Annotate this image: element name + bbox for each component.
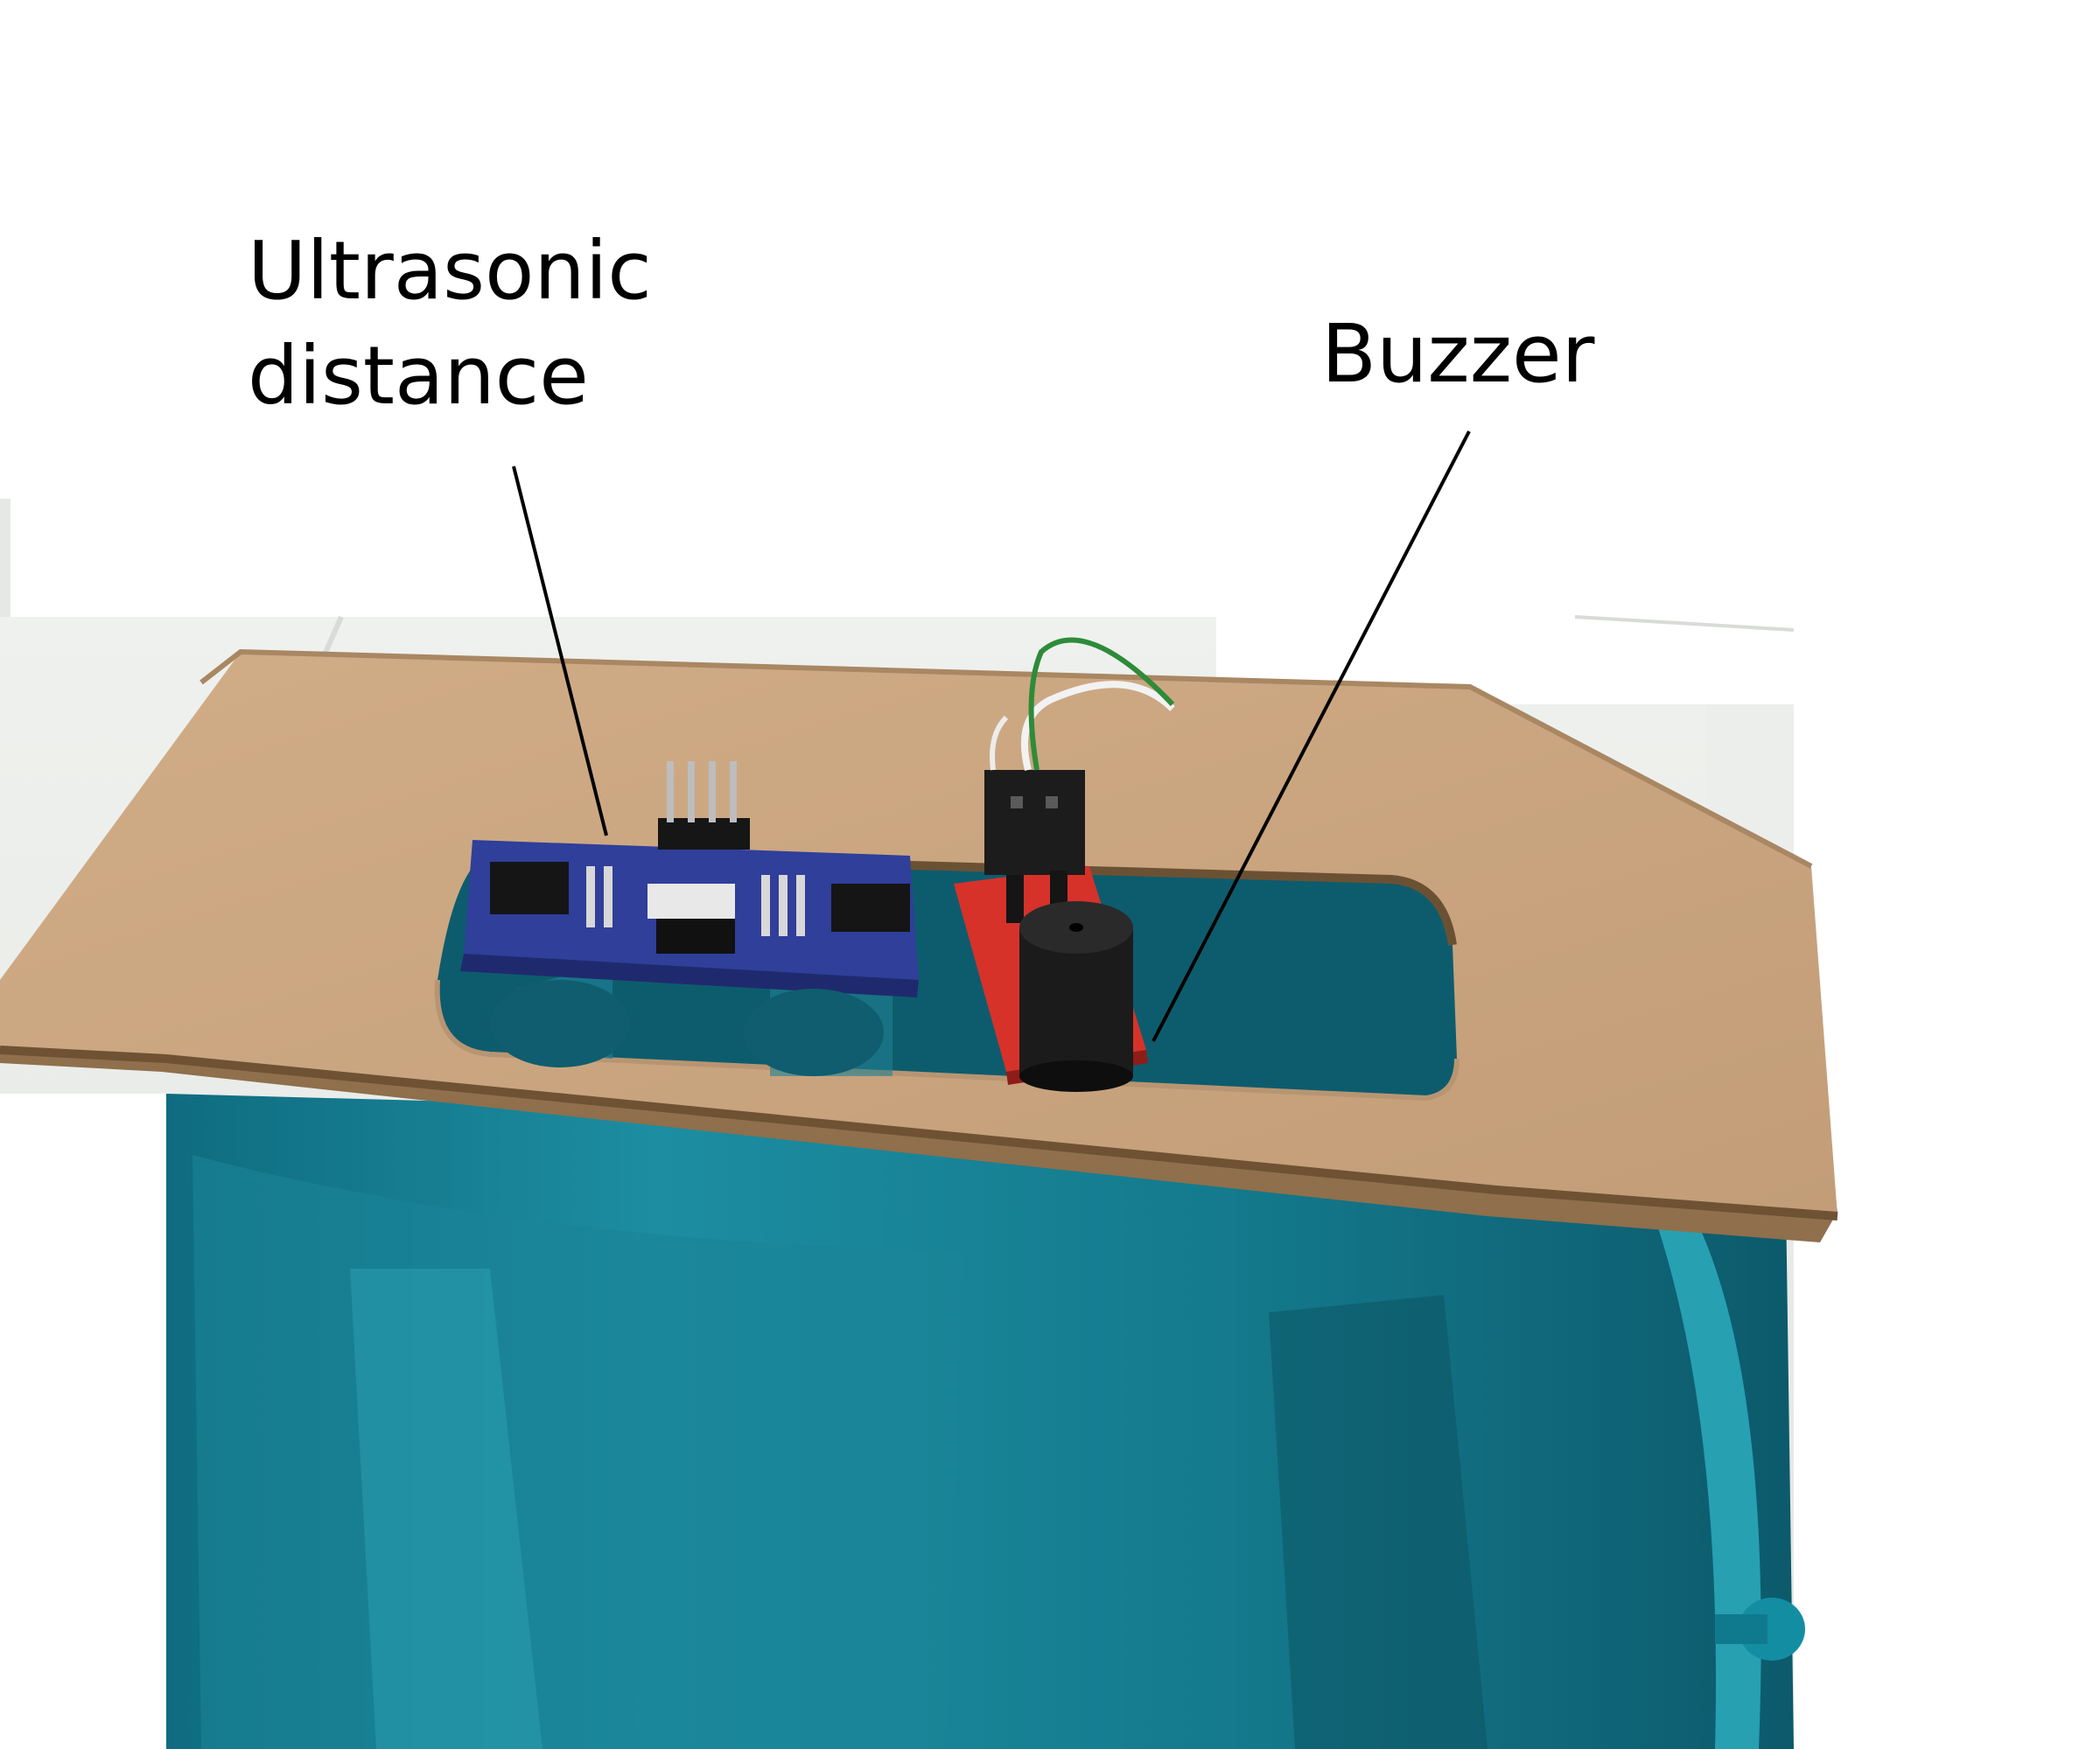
ultrasonic-leader-line <box>512 465 608 836</box>
ultrasonic-distance-label: Ultrasonic distance <box>248 219 652 428</box>
buzzer-label: Buzzer <box>1321 307 1595 401</box>
cardboard-lid <box>0 648 1838 1242</box>
water-bucket <box>166 1094 1805 1749</box>
buzzer-leader-line <box>1152 430 1471 1042</box>
ultrasonic-sensor-illustration <box>460 761 919 1076</box>
buzzer-illustration <box>954 637 1175 1092</box>
ultrasonic-label-line2: distance <box>248 328 589 423</box>
ultrasonic-label-line1: Ultrasonic <box>248 224 652 318</box>
